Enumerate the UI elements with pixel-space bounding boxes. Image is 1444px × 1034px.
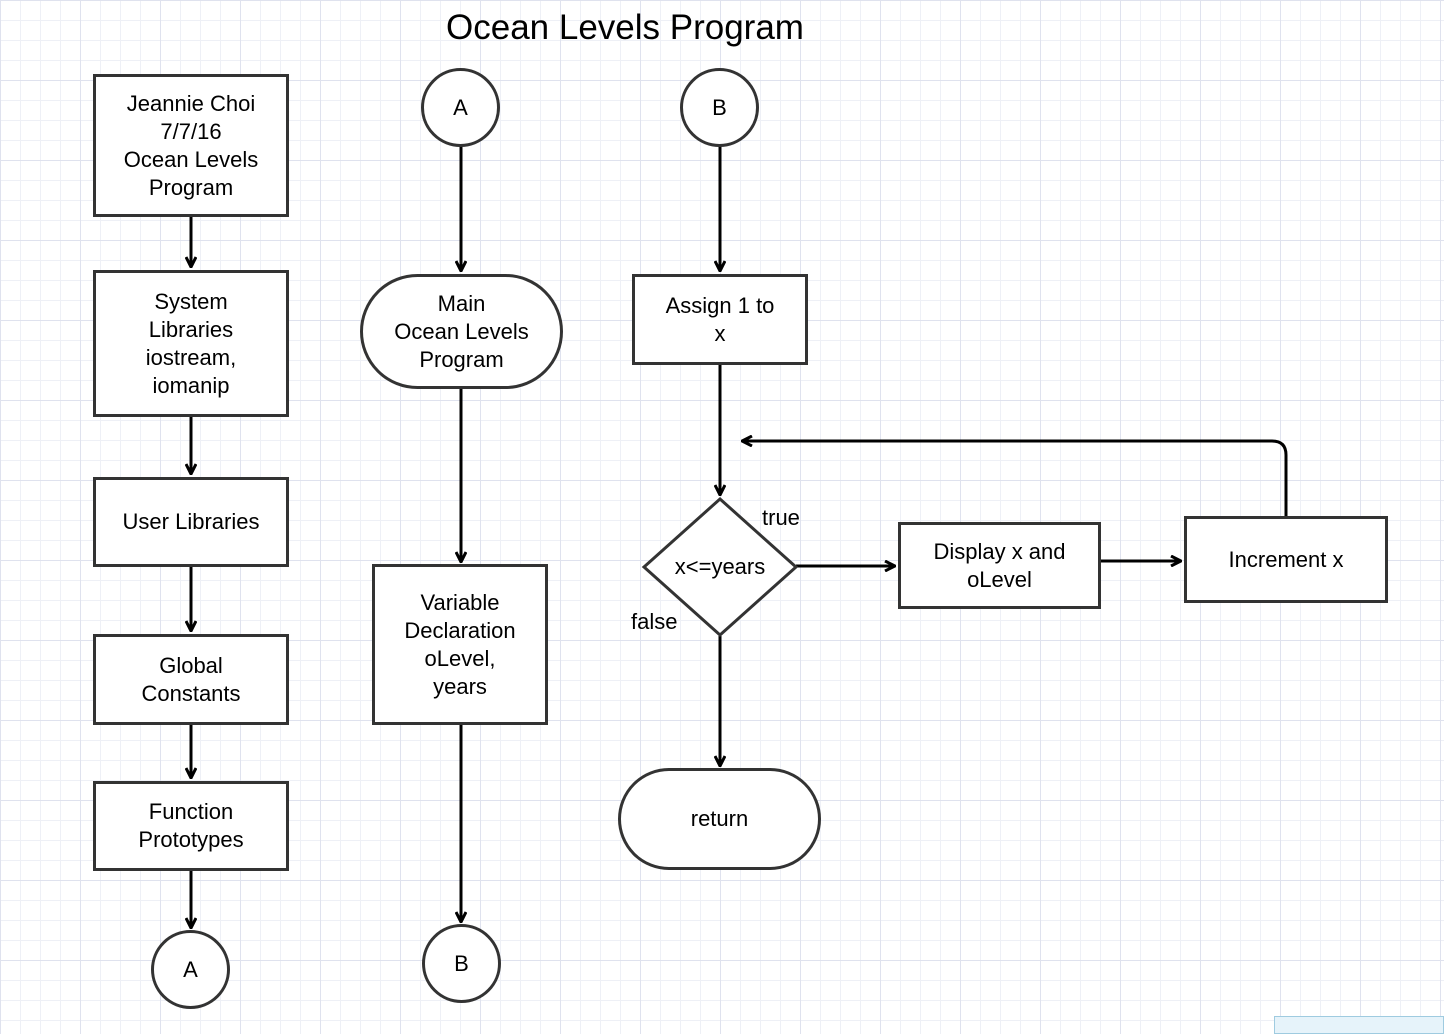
display-x-olevel-node[interactable]: Display x and oLevel	[898, 522, 1101, 609]
connector-b-bottom[interactable]: B	[422, 924, 501, 1003]
connector-b-top[interactable]: B	[680, 68, 759, 147]
diagram-title: Ocean Levels Program	[446, 8, 804, 47]
header-comment-node[interactable]: Jeannie Choi 7/7/16 Ocean Levels Program	[93, 74, 289, 217]
function-prototypes-node[interactable]: Function Prototypes	[93, 781, 289, 871]
edge-label-false: false	[631, 609, 678, 634]
global-constants-node[interactable]: Global Constants	[93, 634, 289, 725]
connector-a-bottom[interactable]: A	[151, 930, 230, 1009]
connector-a-top[interactable]: A	[421, 68, 500, 147]
main-start-node[interactable]: Main Ocean Levels Program	[360, 274, 563, 389]
edge-increment-loop-back	[742, 441, 1288, 517]
increment-x-node[interactable]: Increment x	[1184, 516, 1388, 603]
variable-declaration-node[interactable]: Variable Declaration oLevel, years	[372, 564, 548, 725]
assign-x-node[interactable]: Assign 1 to x	[632, 274, 808, 365]
user-libraries-node[interactable]: User Libraries	[93, 477, 289, 567]
return-end-node[interactable]: return	[618, 768, 821, 870]
corner-panel-tab[interactable]	[1274, 1016, 1444, 1034]
system-libraries-node[interactable]: System Libraries iostream, iomanip	[93, 270, 289, 417]
decision-x-le-years-label[interactable]: x<=years	[674, 554, 766, 579]
edge-label-true: true	[762, 505, 800, 530]
